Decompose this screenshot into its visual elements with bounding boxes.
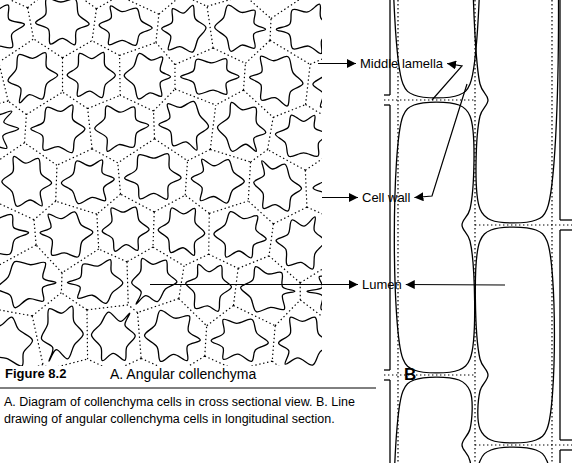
cross-section [0,0,322,366]
cell-lumen-outline [158,208,205,256]
cell-lumen-outline [276,4,322,53]
cell-lumen-outline [214,212,266,258]
cell-lumen-outline [313,62,322,107]
cell-lumen-outline [91,312,135,361]
leader-arrow [150,284,358,285]
cell-wall-line [560,449,572,450]
cell-wall-line [384,369,390,370]
middle-lamella-line [474,0,475,463]
cell-lumen-outline [276,217,322,269]
leader-arrow [414,84,467,198]
cell-lumen-outline [125,154,181,200]
middle-lamella-line [551,0,552,463]
cell-lumen-outline [61,160,114,204]
cell-lumen-outline [0,5,24,50]
cell-wall-line [559,0,560,220]
cell-lumen-outline [241,267,295,312]
middle-lamella-line [475,444,572,445]
cell-wall-line [560,439,572,440]
cell-lumen-outline [0,111,19,149]
leader-arrow [318,63,356,64]
cell-lumen-outline [132,258,177,304]
cell-lumen-outline [99,6,152,46]
cell-lumen-outline [279,317,322,365]
part-label: Middle lamella [360,56,443,71]
leader-lines [150,64,505,286]
cell-lumen-outline [313,163,322,207]
cell-lumen-outline [181,59,239,95]
cell-lumen-outline [186,264,232,311]
cell-wall-line [389,105,390,370]
elongated-cell-lumen [470,447,558,463]
middle-lamella-line [384,374,475,375]
cell-lumen-outline [8,53,58,103]
cell-lumen-outline [0,214,29,254]
elongated-cell-lumen [392,0,481,98]
cell-lumen-outline [215,5,266,51]
cell-lumen-outline [162,5,206,52]
cell-wall-line [560,219,572,220]
leader-arrow [406,284,505,286]
cell-lumen-outline [67,52,115,98]
part-label: Cell wall [362,190,410,205]
cell-lumen-outline [218,102,266,151]
cell-lumen-outline [254,161,302,211]
elongated-cell-lumen [393,377,477,463]
elongated-cell-lumen [472,0,558,223]
part-label: Lumen [362,277,402,292]
elongated-cell-lumen [394,102,474,373]
cell-lumen-outline [31,105,85,153]
cell-wall-line [560,229,572,230]
cell-lumen-outline [145,310,201,361]
leader-arrow [322,197,358,198]
cell-wall-line [559,450,560,463]
cell-lumen-outline [0,261,56,308]
cell-lumen-outline [307,275,322,310]
cell-lumen-outline [250,56,303,106]
middle-lamella-lines [0,0,322,366]
cell-wall-line [559,230,560,440]
cell-wall-line [384,379,390,380]
cell-lumen-outline [2,156,52,206]
cell-lumen-outline [67,260,122,304]
cell-lumen-outline [191,159,244,203]
panel-letter: B [404,365,416,385]
cell-lumen-outline [159,101,209,150]
cell-lumen-outline [124,53,170,99]
figure-caption: A. Diagram of collenchyma cells in cross… [4,394,374,428]
caption-rule [0,388,376,389]
cell-lumen-outline [95,106,149,152]
cell-lumen-outline [102,207,149,251]
middle-lamella-line [475,224,572,225]
cell-lumen-outline [0,317,32,366]
cell-lumen-outline [40,212,93,257]
cell-lumen-outline [41,306,83,361]
cell-wall-line [384,94,390,95]
cell-lumen-outline [211,319,268,361]
cell-lumen-outline [275,115,322,157]
figure-number: Figure 8.2 [5,366,66,381]
cell-wall-line [384,104,390,105]
cell-lumen-outline [36,0,89,45]
cell-wall-line [389,0,390,95]
panel-label: A. Angular collenchyma [110,366,256,382]
cell-wall-line [389,380,390,463]
elongated-cell-lumen [475,227,554,443]
